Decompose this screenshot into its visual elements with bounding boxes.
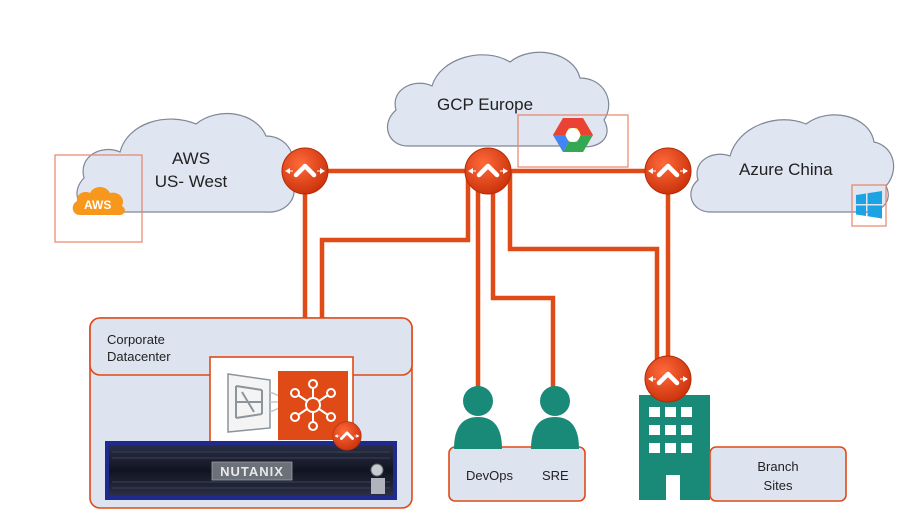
aws-label-line2: US- West [154,172,228,191]
server-icon [105,441,397,500]
gcp-logo-box [517,114,629,168]
users-box [448,446,586,502]
branch-label: Branch Sites [740,457,816,495]
azure-logo-box [851,184,887,227]
datacenter-gateway-icon[interactable] [331,420,363,452]
gcp-logo-icon [553,118,593,152]
datacenter-label-line1: Corporate [107,332,165,347]
datacenter-label-line2: Datacenter [107,349,171,364]
aws-logo-icon [72,187,125,216]
windows-logo-icon [856,191,882,219]
sre-user-icon [531,386,579,449]
server-brand: NUTANIX [220,464,284,479]
gcp-cloud-label: GCP Europe [437,95,534,114]
branch-label-line1: Branch [757,459,799,474]
aws-label-line1: AWS [171,149,211,168]
aws-gateway-icon[interactable] [282,148,328,194]
aws-badge-text: AWS [84,198,112,212]
sre-label: SRE [542,468,569,483]
datacenter-label: Corporate Datacenter [107,331,171,365]
devops-user-icon [454,386,502,449]
gcp-cloud [386,51,610,148]
azure-cloud-label: Azure China [739,160,833,179]
devops-label: DevOps [466,468,513,483]
building-icon [639,395,710,500]
hub-icon [290,379,336,431]
azure-gateway-icon[interactable] [645,148,691,194]
firewall-icon [227,373,285,433]
aws-logo-box [54,154,143,243]
branch-label-line2: Sites [763,478,793,493]
branch-gateway-icon[interactable] [645,356,691,402]
gcp-gateway-icon[interactable] [465,148,511,194]
branch-label-box [709,446,847,502]
aws-cloud-label: AWS US- West [146,147,236,193]
